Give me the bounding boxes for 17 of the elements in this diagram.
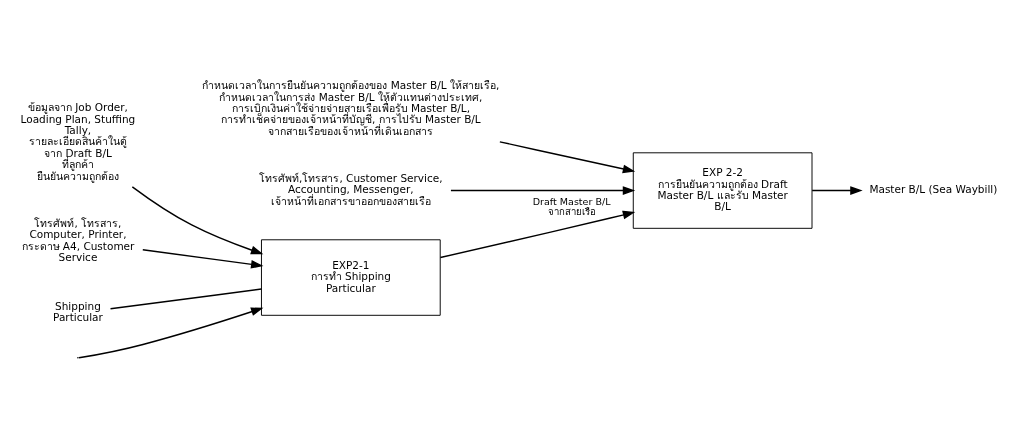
arrow [131, 186, 264, 255]
node-box: EXP 2-2 การยืนยันความถูกต้อง Draft Master B/L และรับ Master B/L [632, 152, 813, 229]
arrow [439, 210, 636, 259]
arrow [450, 186, 636, 195]
connector [109, 288, 263, 310]
node-text: โทรศัพท์,โทรสาร, Customer Service, Accounting, Messenger, เจ้าหน้าที่เอกสารขาออกของสายเรือ [259, 171, 443, 207]
node-text: Shipping Particular [53, 299, 103, 324]
edge-label: Draft Master B/L จากสายเรือ [532, 195, 611, 218]
arrow [142, 249, 264, 269]
node-box: EXP2-1 การทำ Shipping Particular [261, 239, 441, 316]
arrow [499, 141, 636, 174]
node-text: กำหนดเวลาในการยืนยันความถูกต้องของ Master B/L ให้สายเรือ, กำหนดเวลาในการส่ง Master B/L ให้ตัวแทนต่างประเทศ, การเบิกเงินค่าใช้จ่ายจ่ายสายเรือเพื่อรับ Master B/L, การทำเช็คจ่ายของเจ้าหน้าที่บัญชี, การไปรับ Master B/L จากสายเรือของเจ้าหน้าที่เดินเอกสาร [202, 79, 500, 137]
node-text: โทรศัพท์, โทรสาร, Computer, Printer, กระดาษ A4, Customer Service [21, 216, 135, 264]
arrow [811, 186, 863, 195]
node-text: ข้อมูลจาก Job Order, Loading Plan, Stuffing Tally, รายละเอียดสินค้าในตู้ จาก Draft B/L ที่ลูกค้า ยืนยันความถูกต้อง [20, 101, 136, 182]
arrow [78, 307, 264, 359]
node-text: Master B/L (Sea Waybill) [869, 183, 998, 196]
